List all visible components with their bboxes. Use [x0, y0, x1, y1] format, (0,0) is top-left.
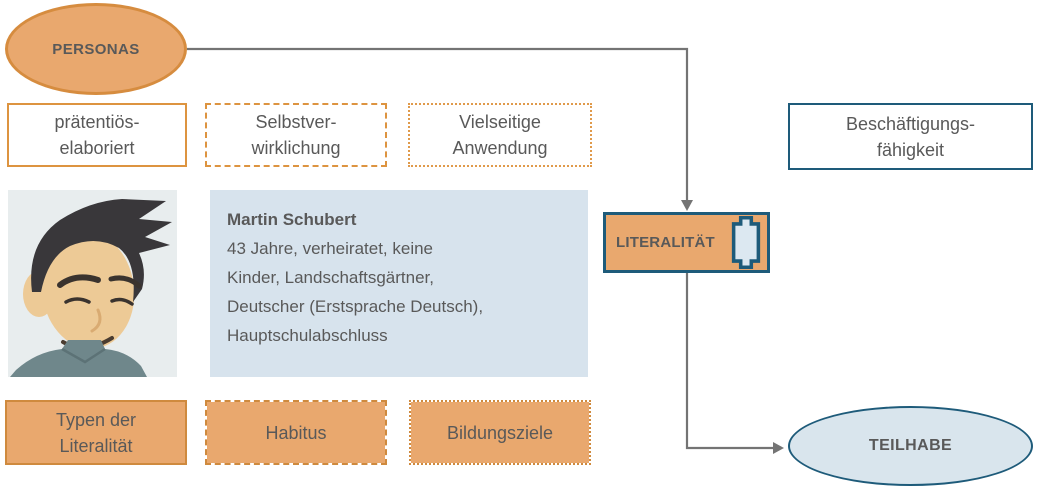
arrowhead-down-icon	[681, 200, 693, 211]
persona-avatar-illustration	[8, 190, 177, 377]
box-vielseitige-anwendung: Vielseitige Anwendung	[408, 103, 592, 167]
personas-label: PERSONAS	[52, 40, 140, 58]
box-line: Literalität	[59, 435, 133, 456]
box-selbstverwirklichung: Selbstver- wirklichung	[205, 103, 387, 167]
teilhabe-node: TEILHABE	[788, 406, 1033, 486]
persona-detail-line: Hauptschulabschluss	[227, 326, 388, 345]
teilhabe-label: TEILHABE	[868, 437, 953, 454]
box-line: Typen der	[55, 409, 137, 430]
box-praetentioes-elaboriert: prätentiös- elaboriert	[7, 103, 187, 167]
box-bildungsziele: Bildungsziele	[409, 400, 591, 465]
box-line: Vielseitige	[459, 112, 541, 132]
box-line: Beschäftigungs-	[845, 113, 976, 134]
box-line: fähigkeit	[876, 139, 945, 160]
box-line: Anwendung	[452, 138, 548, 158]
box-line: Bildungsziele	[446, 422, 554, 443]
box-line: Selbstver-	[255, 112, 337, 132]
box-typen-der-literalitaet: Typen der Literalität	[5, 400, 187, 465]
literalitaet-label: LITERALITÄT	[616, 234, 715, 251]
literalitaet-to-teilhabe-connector	[685, 273, 774, 450]
box-line: Habitus	[265, 422, 327, 443]
box-line: wirklichung	[251, 138, 341, 158]
box-habitus: Habitus	[205, 400, 387, 465]
persona-info-card: Martin Schubert 43 Jahre, verheiratet, k…	[210, 190, 588, 377]
box-line: elaboriert	[59, 138, 135, 158]
literalitaet-node: LITERALITÄT	[603, 212, 770, 273]
persona-name: Martin Schubert	[227, 210, 357, 229]
arrowhead-right-icon	[773, 442, 784, 454]
persona-avatar	[8, 190, 177, 377]
persona-detail-line: 43 Jahre, verheiratet, keine	[227, 239, 434, 258]
box-beschaeftigungsfaehigkeit: Beschäftigungs- fähigkeit	[788, 103, 1033, 170]
persona-detail-line: Kinder, Landschaftsgärtner,	[227, 268, 434, 287]
persona-detail-line: Deutscher (Erstsprache Deutsch),	[227, 297, 484, 316]
box-line: prätentiös-	[54, 112, 140, 132]
plaque-icon	[731, 216, 761, 269]
personas-node: PERSONAS	[5, 3, 187, 95]
